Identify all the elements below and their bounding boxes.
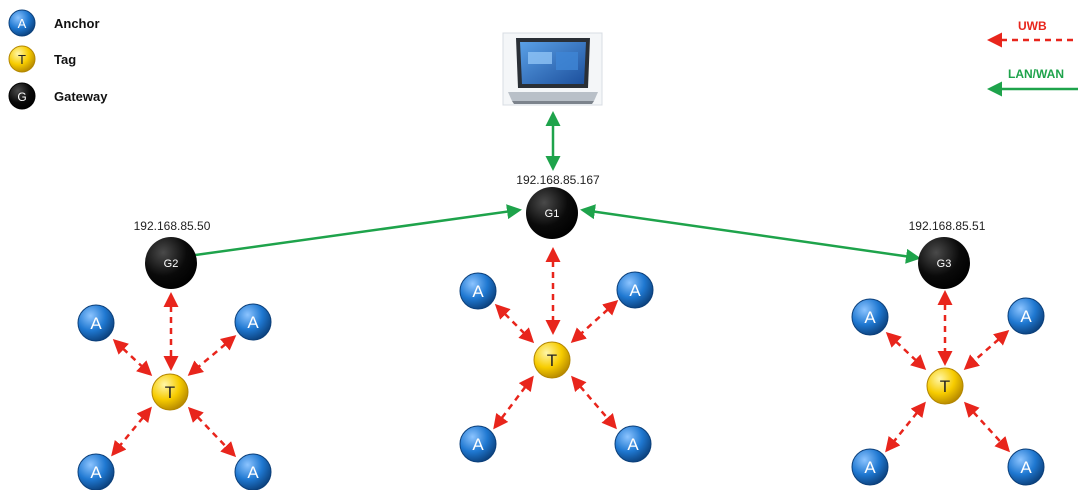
gateway-id: G3 [937, 258, 952, 270]
uwb-link [963, 330, 1010, 370]
tag-node: T [151, 373, 189, 411]
uwb-link [187, 335, 237, 376]
tag-symbol: T [940, 377, 950, 396]
lan-link-g1-g3 [580, 204, 921, 264]
anchor-node: A [851, 448, 889, 486]
uwb-link [963, 401, 1011, 453]
anchor-node: A [77, 453, 115, 490]
uwb-link [493, 375, 534, 430]
tag-node: T [533, 341, 571, 379]
tag-icon [926, 367, 964, 405]
anchor-icon [77, 304, 115, 342]
tag-icon [151, 373, 189, 411]
uwb-link [571, 375, 617, 430]
lan-link-g1-g2 [178, 204, 522, 263]
anchor-legend-symbol: A [18, 16, 27, 31]
anchor-legend-label: Anchor [54, 16, 100, 31]
tag-legend-symbol: T [18, 52, 26, 67]
gateway-icon [145, 237, 197, 289]
gateway-legend-icon [8, 82, 36, 110]
tag-legend-label: Tag [54, 52, 76, 67]
anchor-symbol: A [627, 435, 639, 454]
uwb-link [494, 303, 535, 344]
anchor-icon [1007, 448, 1045, 486]
anchor-icon [851, 448, 889, 486]
anchor-node: A [851, 298, 889, 336]
gateway-legend-symbol: G [17, 90, 26, 104]
tag-icon [533, 341, 571, 379]
legend-gateway: G Gateway [8, 82, 108, 110]
anchor-node: A [459, 272, 497, 310]
anchor-icon [614, 425, 652, 463]
tag-symbol: T [165, 383, 175, 402]
anchor-node: A [77, 304, 115, 342]
uwb-link [111, 406, 152, 457]
anchor-node: A [614, 425, 652, 463]
gateway-ip-label: 192.168.85.50 [134, 219, 211, 233]
gateway-g3: 192.168.85.51 G3 [909, 219, 986, 289]
lan-legend-label: LAN/WAN [1008, 67, 1064, 81]
lan-links [178, 111, 921, 264]
legend-tag: T Tag [8, 45, 76, 73]
legend: A Anchor T Tag G Gateway [8, 9, 108, 110]
anchor-symbol: A [472, 435, 484, 454]
tag-node: T [926, 367, 964, 405]
gateway-legend-label: Gateway [54, 89, 108, 104]
uwb-legend-label: UWB [1018, 19, 1047, 33]
anchor-symbol: A [247, 313, 259, 332]
gateway-ip-label: 192.168.85.51 [909, 219, 986, 233]
anchor-node: A [1007, 448, 1045, 486]
anchor-node: A [1007, 297, 1045, 335]
gateway-id: G1 [545, 208, 560, 220]
uwb-link [885, 401, 926, 453]
anchor-icon [459, 272, 497, 310]
uwb-link [570, 299, 619, 344]
anchor-node: A [234, 453, 272, 490]
anchor-symbol: A [90, 314, 102, 333]
anchor-legend-icon [8, 9, 36, 37]
gateway-g2: 192.168.85.50 G2 [134, 219, 211, 289]
gateway-icon [526, 187, 578, 239]
gateway-g1: 192.168.85.167 G1 [516, 173, 600, 239]
uwb-link [885, 331, 927, 371]
gateway-ip-label: 192.168.85.167 [516, 173, 600, 187]
tag-symbol: T [547, 351, 557, 370]
anchor-icon [459, 425, 497, 463]
anchor-icon [234, 303, 272, 341]
anchor-symbol: A [864, 458, 876, 477]
uwb-link [112, 338, 153, 377]
anchor-node: A [459, 425, 497, 463]
laptop-icon [502, 32, 603, 106]
anchor-symbol: A [629, 281, 641, 300]
gateway-id: G2 [164, 258, 179, 270]
tag-legend-icon [8, 45, 36, 73]
gateway-icon [918, 237, 970, 289]
anchor-node: A [616, 271, 654, 309]
anchor-symbol: A [472, 282, 484, 301]
anchor-icon [1007, 297, 1045, 335]
anchor-symbol: A [90, 463, 102, 482]
link-legend: UWB LAN/WAN [987, 19, 1078, 97]
anchor-icon [77, 453, 115, 490]
anchor-symbol: A [1020, 458, 1032, 477]
anchor-symbol: A [247, 463, 259, 482]
anchor-icon [616, 271, 654, 309]
anchor-symbol: A [864, 308, 876, 327]
anchor-node: A [234, 303, 272, 341]
anchors: A A A A A A A A A A A A [77, 271, 1045, 490]
uwb-links [111, 247, 1011, 458]
anchor-symbol: A [1020, 307, 1032, 326]
uwb-link [187, 406, 237, 458]
legend-anchor: A Anchor [8, 9, 100, 37]
anchor-icon [234, 453, 272, 490]
anchor-icon [851, 298, 889, 336]
